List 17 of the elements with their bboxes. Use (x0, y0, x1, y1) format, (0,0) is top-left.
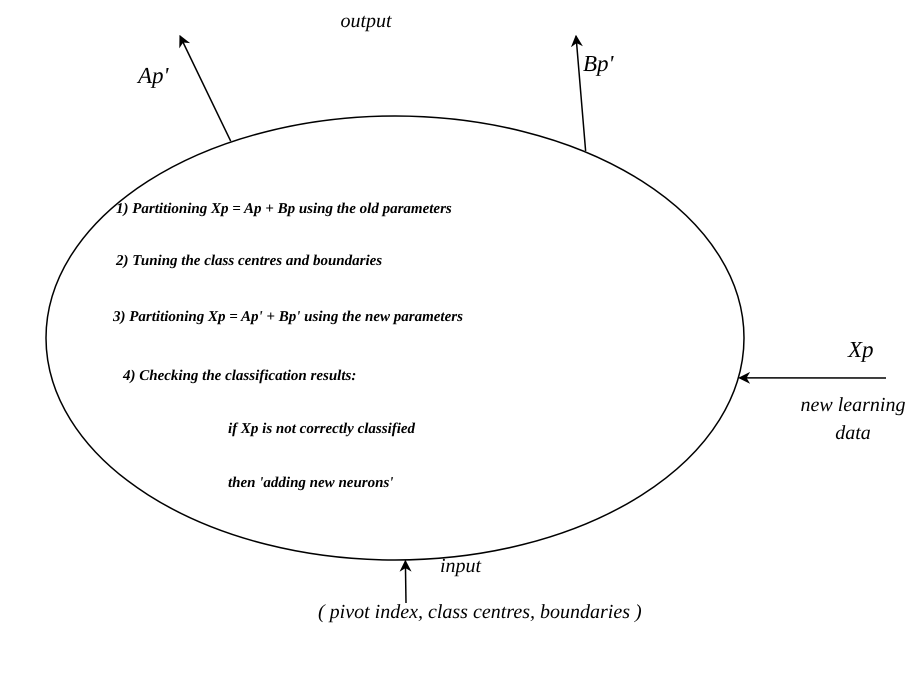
annotation-text: input (440, 554, 482, 579)
annotation-text: output (339, 9, 393, 34)
arrow (738, 372, 886, 384)
step-text: 2) Tuning the class centres and boundaries (116, 252, 382, 271)
step-text: then 'adding new neurons' (228, 474, 394, 493)
edge-label: Xp (848, 336, 874, 364)
annotation-text: new learning data (800, 393, 906, 446)
arrow (179, 34, 232, 142)
arrow (400, 560, 412, 604)
step-text: 4) Checking the classification results: (123, 367, 356, 386)
step-text: if Xp is not correctly classified (228, 420, 416, 439)
edge-label: Bp' (583, 50, 614, 78)
edge-label: Ap' (138, 62, 168, 90)
arrow (570, 34, 586, 152)
annotation-text: ( pivot index, class centres, boundaries ) (318, 600, 642, 625)
step-text: 1) Partitioning Xp = Ap + Bp using the old parameters (116, 200, 452, 219)
step-text: 3) Partitioning Xp = Ap' + Bp' using the new parameters (113, 308, 463, 327)
